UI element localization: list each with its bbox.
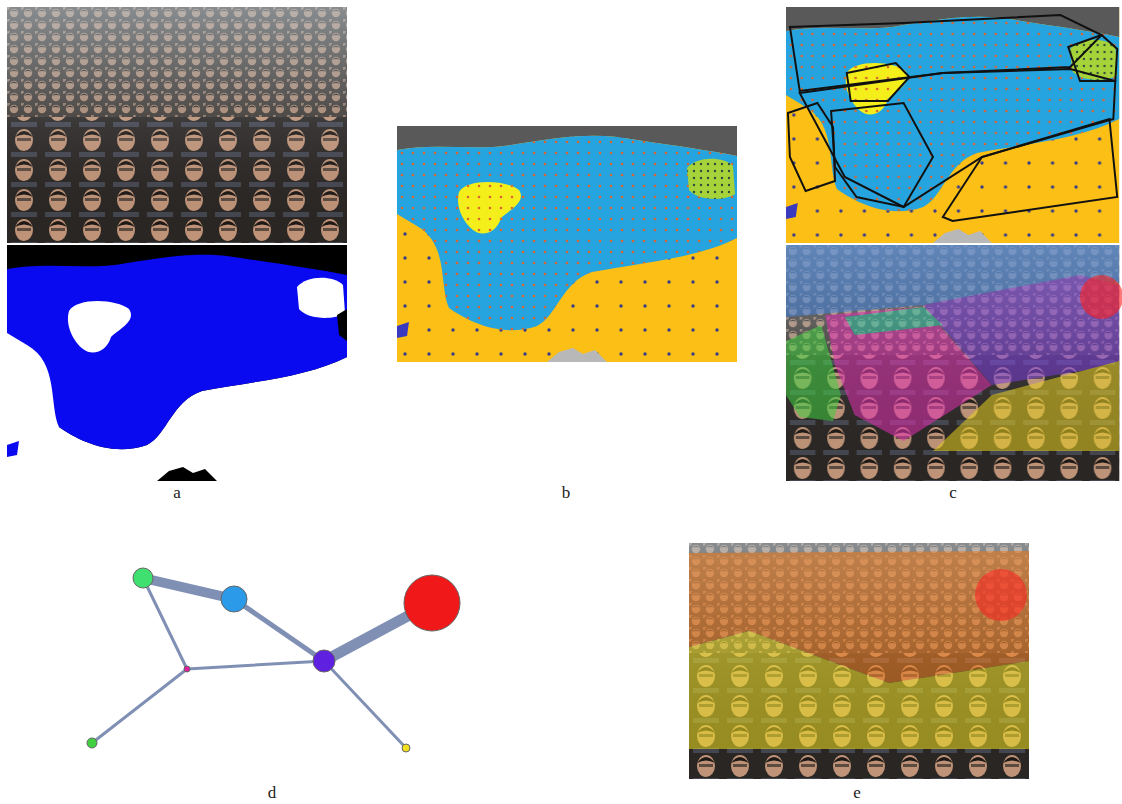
region-graph: [92, 578, 432, 748]
panel-letter: d: [268, 784, 277, 801]
panel-letter: c: [949, 484, 957, 501]
crowd-mask: [7, 245, 347, 481]
partition-overlay: [786, 245, 1122, 481]
panel-letter: a: [173, 484, 181, 501]
crowd-photo: [7, 7, 347, 243]
merged-overlay: [689, 543, 1029, 779]
segmentation-partition: [786, 7, 1119, 243]
graph-vertices: [87, 568, 460, 752]
segmentation-map: [397, 126, 737, 362]
panel-letter: e: [853, 784, 861, 801]
panel-letter: b: [562, 484, 571, 501]
